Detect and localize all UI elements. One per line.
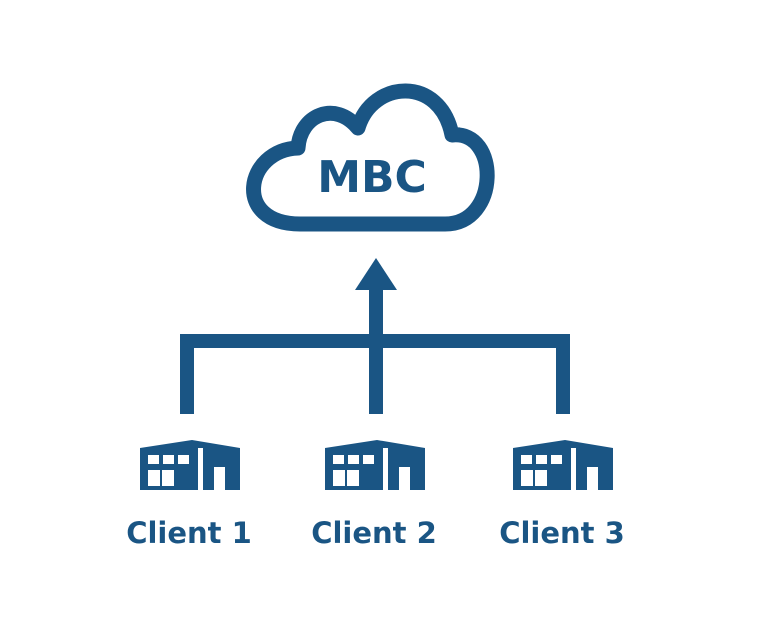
- building-icon: [140, 440, 240, 490]
- upload-arrow-icon: [355, 258, 397, 414]
- client-2: Client 2: [311, 440, 437, 550]
- client-1-label: Client 1: [126, 516, 252, 550]
- client-1: Client 1: [126, 440, 252, 550]
- connector-lines: [180, 334, 570, 414]
- client-3-label: Client 3: [499, 516, 625, 550]
- client-2-label: Client 2: [311, 516, 437, 550]
- cloud-label: MBC: [317, 152, 427, 203]
- cloud-icon: MBC: [246, 83, 495, 232]
- client-3: Client 3: [499, 440, 625, 550]
- building-icon: [513, 440, 613, 490]
- building-icon: [325, 440, 425, 490]
